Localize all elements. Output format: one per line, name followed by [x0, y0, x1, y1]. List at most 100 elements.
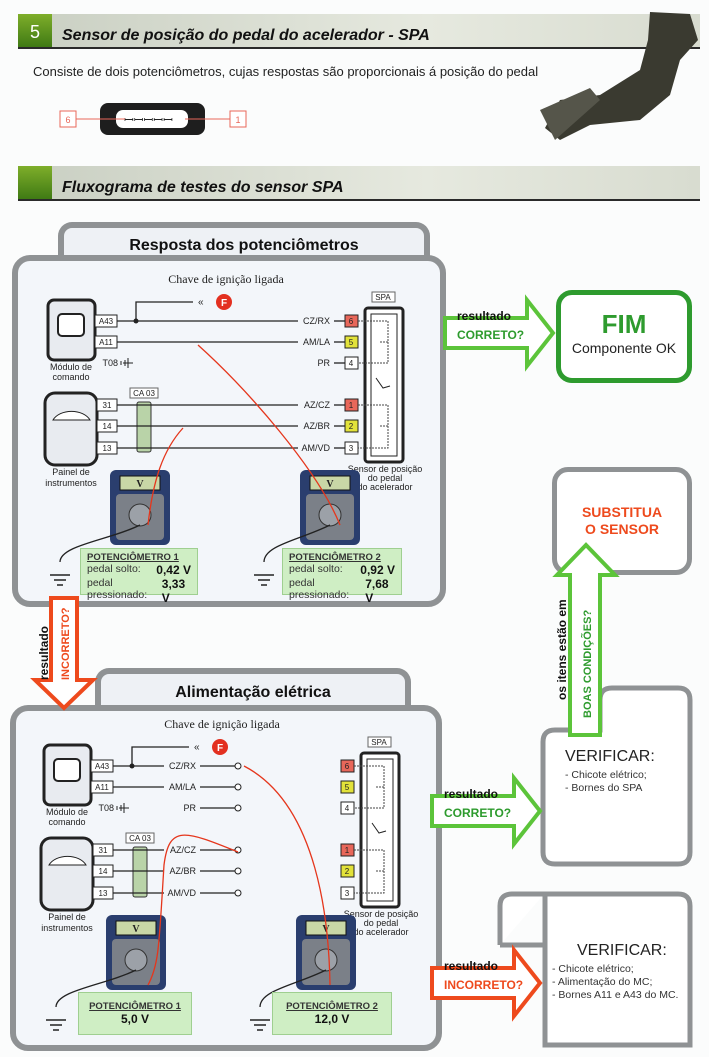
end-subtitle: Componente OK: [571, 340, 677, 356]
arrow-incorrect-1-label: INCORRETO?: [60, 607, 72, 680]
module-pin-label: A11: [99, 338, 113, 347]
panel-pin-label: 14: [103, 422, 112, 431]
spa-sensor-icon: [359, 751, 401, 909]
panel-pin-label: 31: [99, 846, 108, 855]
wire-label: AM/LA: [303, 337, 330, 347]
ground-ref-label: T08: [102, 358, 118, 368]
replace-line: SUBSTITUA: [581, 504, 663, 520]
chip-icon: [57, 313, 85, 337]
arrow-incorrect-1-caption: resultado: [37, 626, 51, 680]
spa-pin-label: 5: [345, 783, 350, 792]
spa-tag: [371, 291, 396, 303]
multimeter-display: [119, 475, 161, 491]
splice-tag: [125, 832, 155, 844]
panel-label: Painel de: [48, 912, 86, 922]
arrow-correct-2: [430, 772, 543, 850]
spa-pin: [340, 780, 355, 794]
splice-label: CA 03: [129, 834, 151, 843]
condition-label: Chave de ignição ligada: [164, 717, 280, 731]
section-description: Consiste de dois potenciômetros, cujas r…: [33, 64, 539, 79]
check1-item: - Chicote elétrico;: [565, 769, 647, 781]
panel-label: instrumentos: [45, 478, 97, 488]
panel-pin-label: 31: [103, 401, 112, 410]
spa-pin-label: 2: [345, 867, 350, 876]
module-label: Módulo de: [46, 807, 88, 817]
spa-pin-label: 6: [345, 762, 350, 771]
spa-tag: [367, 736, 392, 748]
reading-value: 0,92 V: [360, 563, 395, 577]
condition-label: Chave de ignição ligada: [168, 272, 284, 286]
multimeter-dial: [318, 503, 342, 527]
module-label: comando: [48, 817, 85, 827]
arrow-good-label: BOAS CONDIÇÕES?: [581, 610, 594, 718]
fuse-connector-icon: «: [194, 742, 200, 753]
ground-icon: [116, 803, 129, 813]
fuse-wire: [135, 301, 193, 321]
sensor-label: do acelerador: [357, 482, 412, 492]
probe-lead-red: [243, 765, 331, 986]
open-terminal: [234, 804, 242, 812]
reading-value: 12,0 V: [314, 1012, 350, 1026]
reading-value: 7,68 V: [365, 577, 389, 605]
wire-label: PR: [317, 358, 330, 368]
spa-label: SPA: [375, 293, 391, 302]
spa-pin-label: 4: [349, 359, 354, 368]
reading-label: pedal pressionado:: [289, 577, 350, 601]
replace-line: O SENSOR: [585, 521, 659, 537]
chip-icon: [53, 758, 81, 782]
module-label: Módulo de: [50, 362, 92, 372]
end-box: FIM Componente OK: [556, 290, 692, 383]
pedal-switch-icon: [371, 822, 387, 834]
spa-label: SPA: [371, 738, 387, 747]
fuse-icon: [212, 739, 228, 755]
fuse-label: F: [221, 298, 227, 309]
panel1-title: Resposta dos potenciômetros: [129, 237, 359, 254]
open-terminal: [234, 762, 242, 770]
spa-pin: [344, 335, 359, 349]
fuse-wire: [131, 746, 189, 766]
check2-title: VERIFICAR:: [577, 942, 667, 959]
fuse-label: F: [217, 743, 223, 754]
panel-label: instrumentos: [41, 923, 93, 933]
instrument-panel-icon: [43, 391, 99, 467]
gauge-icon: [52, 410, 91, 421]
ground-symbol-icon: [250, 1019, 270, 1031]
splice-connector: [132, 846, 148, 898]
sensor-label: do pedal: [368, 473, 403, 483]
wire-label: AZ/CZ: [170, 845, 197, 855]
multimeter-unit: V: [326, 479, 334, 490]
ground-icon: [120, 358, 133, 368]
ground-ref-label: T08: [98, 803, 114, 813]
wire-label: CZ/RX: [303, 316, 330, 326]
instrument-panel-icon: [39, 836, 95, 912]
open-terminal: [234, 783, 242, 791]
module-pin-label: A11: [95, 783, 109, 792]
probe-lead-red: [197, 344, 341, 526]
reading-box-supply1: POTENCIÔMETRO 1 5,0 V: [78, 992, 192, 1035]
module-pin-label: A43: [99, 317, 114, 326]
ground-symbol-icon: [50, 574, 70, 586]
sensor-label: do acelerador: [353, 927, 408, 937]
connector-diagram: ꟷꟷꟷꟷꟷ 6 1: [59, 103, 247, 135]
probe-lead-black: [59, 524, 141, 563]
reading-title: POTENCIÔMETRO 2: [286, 1001, 378, 1012]
sensor-label: Sensor de posição: [344, 909, 419, 919]
check2-box: [497, 891, 693, 1048]
arrow-good-caption: os itens estão em: [555, 599, 569, 700]
reading-title: POTENCIÔMETRO 2: [289, 552, 381, 563]
end-title: FIM: [601, 309, 647, 339]
panel-pin-label: 14: [99, 867, 108, 876]
arrow-correct-1-caption: resultado: [457, 309, 511, 323]
wire-label: AM/VD: [301, 443, 330, 453]
panel-label: Painel de: [52, 467, 90, 477]
wire-label: CZ/RX: [169, 761, 196, 771]
pedal-switch-icon: [375, 377, 391, 389]
reading-box-pot2: POTENCIÔMETRO 2 pedal solto:0,92 V pedal…: [282, 548, 402, 605]
spa-inner: [366, 758, 394, 902]
open-terminal: [234, 846, 242, 854]
arrow-incorrect-1: [30, 596, 98, 711]
check2-item: - Alimentação do MC;: [552, 976, 653, 988]
spa-pin-label: 2: [349, 422, 354, 431]
spa-pin-label: 1: [349, 401, 354, 410]
